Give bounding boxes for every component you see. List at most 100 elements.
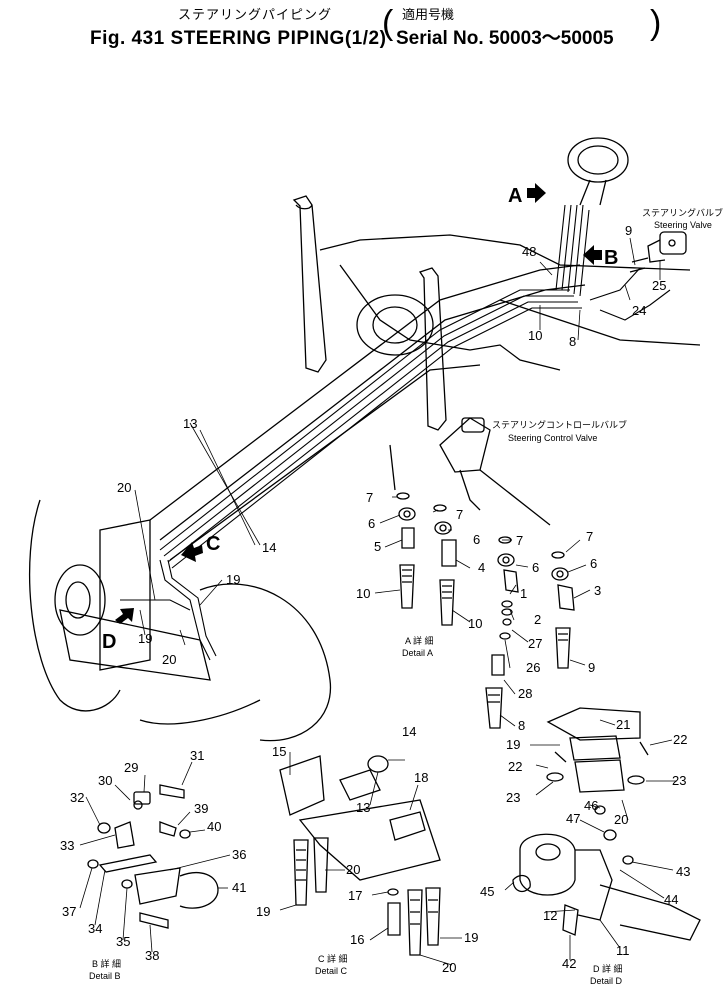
steering-valve-drawing: [629, 231, 687, 273]
part-number: 33: [60, 838, 74, 853]
part-number: 44: [664, 892, 678, 907]
machine-frame-drawing: [28, 195, 701, 742]
part-number: 36: [232, 847, 246, 862]
part-number: 6: [473, 532, 480, 547]
figure-title: Fig. 431 STEERING PIPING(1/2): [90, 28, 387, 49]
part-number: 7: [366, 490, 373, 505]
serial-number-range: Serial No. 50003～50005: [396, 28, 614, 49]
detail-d-caption-jp: D 詳 細: [593, 963, 623, 974]
part-number: 47: [566, 811, 580, 826]
view-a-arrow: [527, 183, 546, 203]
part-number: 6: [532, 560, 539, 575]
detail-c-caption: Detail C: [315, 966, 348, 976]
detail-d-caption: Detail D: [590, 976, 623, 985]
part-number: 10: [356, 586, 370, 601]
part-number: 32: [70, 790, 84, 805]
part-number: 34: [88, 921, 102, 936]
part-number: 14: [262, 540, 276, 555]
part-number: 10: [468, 616, 482, 631]
serial-close-paren: ): [650, 4, 662, 42]
part-number: 18: [414, 770, 428, 785]
part-number: 5: [374, 539, 381, 554]
leader-lines: [79, 237, 677, 966]
view-b-label: B: [604, 247, 618, 269]
control-valve-label: Steering Control Valve: [508, 433, 597, 443]
part-number: 19: [506, 737, 520, 752]
part-number: 4: [478, 560, 485, 575]
part-number: 1: [520, 586, 527, 601]
part-number: 21: [616, 717, 630, 732]
part-number: 6: [590, 556, 597, 571]
part-number: 6: [368, 516, 375, 531]
detail-b-caption-jp: B 詳 細: [92, 958, 121, 969]
serial-open-paren: (: [382, 4, 394, 42]
detail-c-drawing: [279, 755, 441, 956]
view-c-arrow: [181, 542, 203, 562]
part-number: 30: [98, 773, 112, 788]
part-number: 7: [456, 507, 463, 522]
part-number: 24: [632, 303, 646, 318]
piping-bundle-drawing: [120, 204, 671, 661]
part-number: 20: [346, 862, 360, 877]
title-japanese: ステアリングパイピング: [178, 7, 333, 22]
part-number: 8: [569, 334, 576, 349]
detail-c-part-numbers: 14 15 18 13 20 19 17 16 19 20: [256, 724, 478, 975]
view-a-label: A: [508, 185, 522, 207]
part-number: 45: [480, 884, 494, 899]
part-number: 15: [272, 744, 286, 759]
part-number: 12: [543, 908, 557, 923]
part-number: 26: [526, 660, 540, 675]
detail-a-part-numbers: 7 6 5 10 7 6 4 10 7 6 1 2 27 26 7 6 3 9 …: [356, 490, 601, 733]
part-number: 38: [145, 948, 159, 963]
part-number: 14: [402, 724, 416, 739]
detail-a-caption: Detail A: [402, 648, 433, 658]
part-number: 9: [588, 660, 595, 675]
part-number: 48: [522, 244, 536, 259]
part-number: 8: [518, 718, 525, 733]
part-number: 31: [190, 748, 204, 763]
part-number: 7: [516, 533, 523, 548]
part-number: 3: [594, 583, 601, 598]
detail-b-part-numbers: 29 31 30 32 39 40 33 36 37 41 34 35 38: [60, 748, 246, 963]
part-number: 11: [616, 943, 630, 958]
part-number: 40: [207, 819, 221, 834]
steering-valve-label: Steering Valve: [654, 220, 712, 230]
part-number: 22: [508, 759, 522, 774]
part-number: 20: [117, 480, 131, 495]
part-number: 22: [673, 732, 687, 747]
part-number: 13: [183, 416, 197, 431]
view-c-label: C: [206, 533, 220, 555]
view-d-label: D: [102, 631, 116, 653]
part-number: 20: [614, 812, 628, 827]
part-number: 9: [625, 223, 632, 238]
main-view-part-numbers: 48 9 24 25 10 8 13 14 20 19 19 20: [117, 223, 666, 667]
part-number: 29: [124, 760, 138, 775]
part-number: 7: [586, 529, 593, 544]
detail-d-part-numbers: 21 19 22 22 23 23 20 46 47 43 45 44 12 1…: [480, 717, 690, 971]
part-number: 35: [116, 934, 130, 949]
view-arrows: [115, 183, 602, 624]
view-b-arrow: [583, 245, 602, 265]
detail-b-drawing: [87, 784, 219, 929]
part-number: 28: [518, 686, 532, 701]
part-number: 25: [652, 278, 666, 293]
part-number: 46: [584, 798, 598, 813]
steering-wheel-drawing: [567, 137, 629, 206]
part-number: 41: [232, 880, 246, 895]
part-number: 43: [676, 864, 690, 879]
part-number: 42: [562, 956, 576, 971]
detail-c-caption-jp: C 詳 細: [318, 953, 348, 964]
part-number: 19: [138, 631, 152, 646]
part-number: 17: [348, 888, 362, 903]
detail-a-drawing: [396, 492, 575, 729]
part-number: 2: [534, 612, 541, 627]
part-number: 23: [506, 790, 520, 805]
steering-control-valve-drawing: [389, 417, 551, 526]
part-number: 20: [162, 652, 176, 667]
detail-b-caption: Detail B: [89, 971, 121, 981]
part-number: 20: [442, 960, 456, 975]
part-number: 19: [226, 572, 240, 587]
part-number: 23: [672, 773, 686, 788]
part-number: 13: [356, 800, 370, 815]
